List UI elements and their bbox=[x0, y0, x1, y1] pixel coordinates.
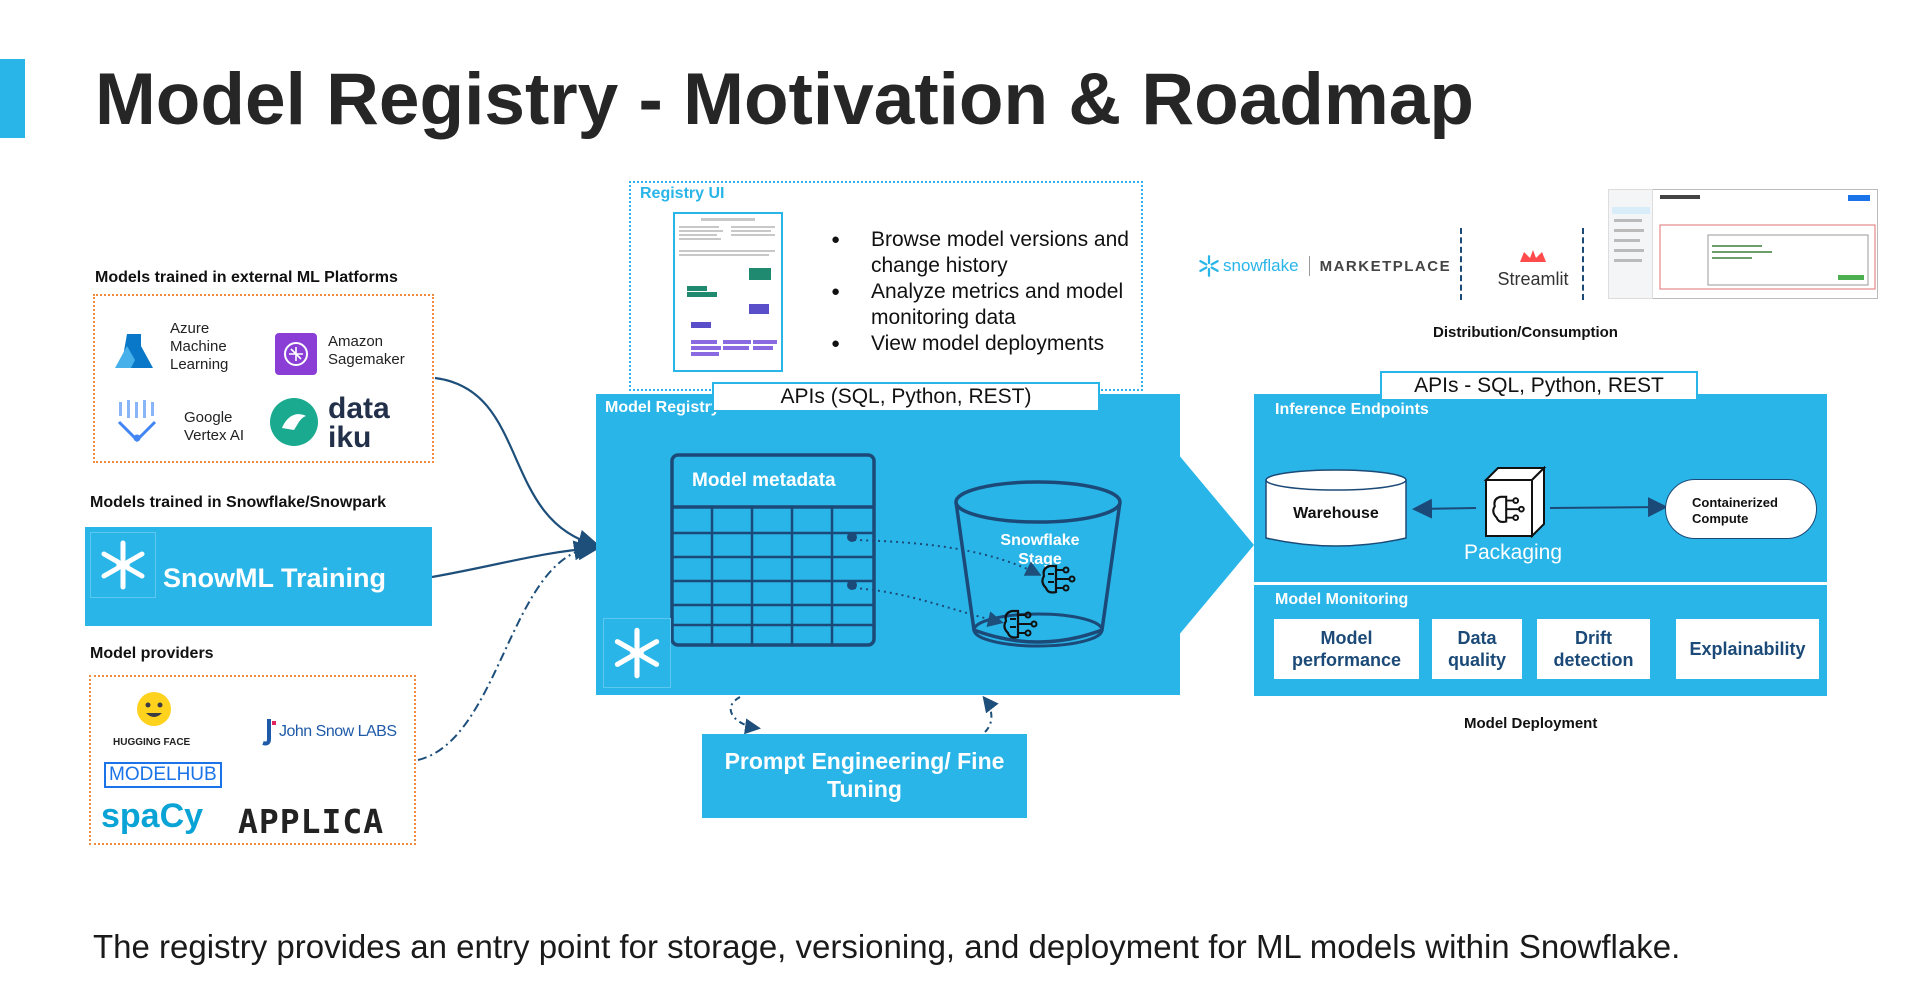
distribution-separator bbox=[1582, 228, 1584, 300]
monitoring-drift-detection: Drift detection bbox=[1537, 619, 1650, 679]
hugging-face-icon bbox=[137, 692, 171, 726]
model-brain-icon bbox=[1003, 609, 1038, 639]
hugging-face-label: HUGGING FACE bbox=[113, 737, 191, 748]
registry-ui-panel: Registry UI Browse model versions and ch… bbox=[629, 181, 1143, 391]
applica-logo: APPLICA bbox=[238, 802, 385, 841]
vertex-ai-icon bbox=[117, 400, 157, 443]
accent-bar bbox=[0, 59, 25, 138]
snowflake-stage-bucket bbox=[954, 480, 1122, 648]
model-brain-icon bbox=[1041, 564, 1076, 594]
bullet-deployments: View model deployments bbox=[831, 331, 1141, 357]
arrow-external-to-registry bbox=[434, 376, 601, 552]
snowflake-wordmark: snowflake bbox=[1223, 256, 1299, 275]
streamlit-wordmark: Streamlit bbox=[1497, 269, 1569, 289]
john-snow-labs-logo: John Snow LABS bbox=[261, 717, 397, 747]
warehouse-cylinder bbox=[1265, 469, 1407, 547]
sagemaker-label: Amazon Sagemaker bbox=[328, 333, 405, 368]
vertex-ai-label: Google Vertex AI bbox=[184, 409, 245, 444]
john-snow-labs-label: John Snow LABS bbox=[279, 723, 397, 740]
sagemaker-icon bbox=[275, 333, 317, 375]
app-screenshot-thumbnail bbox=[1608, 189, 1878, 299]
model-monitoring-title: Model Monitoring bbox=[1275, 591, 1409, 608]
marketplace-wordmark: MARKETPLACE bbox=[1319, 257, 1452, 275]
distribution-separator bbox=[1460, 228, 1462, 300]
azure-ml-label: Azure Machine Learning bbox=[170, 320, 229, 373]
dataiku-bird-icon bbox=[270, 398, 318, 446]
containerized-compute-box: Containerized Compute bbox=[1665, 479, 1817, 539]
model-deployment-label: Model Deployment bbox=[1464, 715, 1598, 732]
providers-label: Model providers bbox=[90, 645, 214, 662]
dataiku-label: data iku bbox=[328, 392, 390, 454]
azure-ml-icon bbox=[115, 334, 153, 368]
bullet-browse: Browse model versions and change history bbox=[831, 227, 1141, 279]
external-platforms-label: Models trained in external ML Platforms bbox=[95, 269, 398, 286]
warehouse-label: Warehouse bbox=[1293, 505, 1379, 522]
model-metadata-table bbox=[670, 453, 876, 647]
john-snow-labs-icon bbox=[262, 719, 276, 746]
spacy-logo: spaCy bbox=[101, 797, 204, 835]
section-divider bbox=[1254, 582, 1827, 585]
streamlit-logo: Streamlit bbox=[1478, 248, 1588, 290]
registry-snowflake-icon bbox=[603, 618, 671, 688]
model-metadata-label: Model metadata bbox=[692, 470, 836, 491]
snowpark-label: Models trained in Snowflake/Snowpark bbox=[90, 494, 387, 511]
streamlit-crown-icon bbox=[1520, 250, 1546, 262]
registry-ui-title: Registry UI bbox=[640, 185, 725, 202]
snowflake-icon bbox=[1199, 255, 1219, 277]
page-title: Model Registry - Motivation & Roadmap bbox=[95, 59, 1474, 140]
snowflake-marketplace-logo: snowflake MARKETPLACE bbox=[1197, 254, 1451, 278]
monitoring-explainability: Explainability bbox=[1676, 619, 1819, 679]
prompt-engineering-box: Prompt Engineering/ Fine Tuning bbox=[702, 734, 1027, 818]
model-registry-title: Model Registry bbox=[605, 399, 720, 416]
registry-ui-screenshot-thumbnail bbox=[673, 212, 783, 372]
modelhub-logo: MODELHUB bbox=[104, 762, 222, 788]
registry-ui-bullets: Browse model versions and change history… bbox=[831, 227, 1141, 357]
snowml-training-label: SnowML Training bbox=[163, 563, 387, 593]
footer-caption: The registry provides an entry point for… bbox=[93, 928, 1681, 965]
snowml-training-box: SnowML Training bbox=[85, 527, 432, 626]
external-platforms-box: Azure Machine Learning Amazon Sagemaker … bbox=[93, 294, 434, 463]
monitoring-model-performance: Model performance bbox=[1274, 619, 1419, 679]
inference-endpoints-title: Inference Endpoints bbox=[1275, 401, 1429, 418]
logo-divider bbox=[1308, 256, 1310, 276]
arrow-registry-to-prompt bbox=[729, 696, 761, 735]
arrow-prompt-to-registry bbox=[982, 695, 999, 733]
registry-api-label: APIs (SQL, Python, REST) bbox=[712, 382, 1100, 412]
inference-api-label: APIs - SQL, Python, REST bbox=[1380, 371, 1698, 401]
packaging-cube-icon bbox=[1483, 466, 1547, 538]
distribution-label: Distribution/Consumption bbox=[1433, 324, 1618, 341]
packaging-arrows bbox=[1412, 497, 1668, 519]
metadata-to-stage-links bbox=[853, 539, 1042, 627]
providers-box: HUGGING FACE John Snow LABS MODELHUB spa… bbox=[89, 675, 416, 845]
monitoring-data-quality: Data quality bbox=[1432, 619, 1522, 679]
registry-to-inference-chevron bbox=[1178, 454, 1254, 636]
bullet-analyze: Analyze metrics and model monitoring dat… bbox=[831, 279, 1141, 331]
arrow-snowml-to-registry bbox=[431, 538, 601, 579]
arrow-providers-to-registry bbox=[417, 540, 594, 761]
snowflake-icon bbox=[90, 532, 156, 598]
packaging-label: Packaging bbox=[1463, 541, 1563, 564]
